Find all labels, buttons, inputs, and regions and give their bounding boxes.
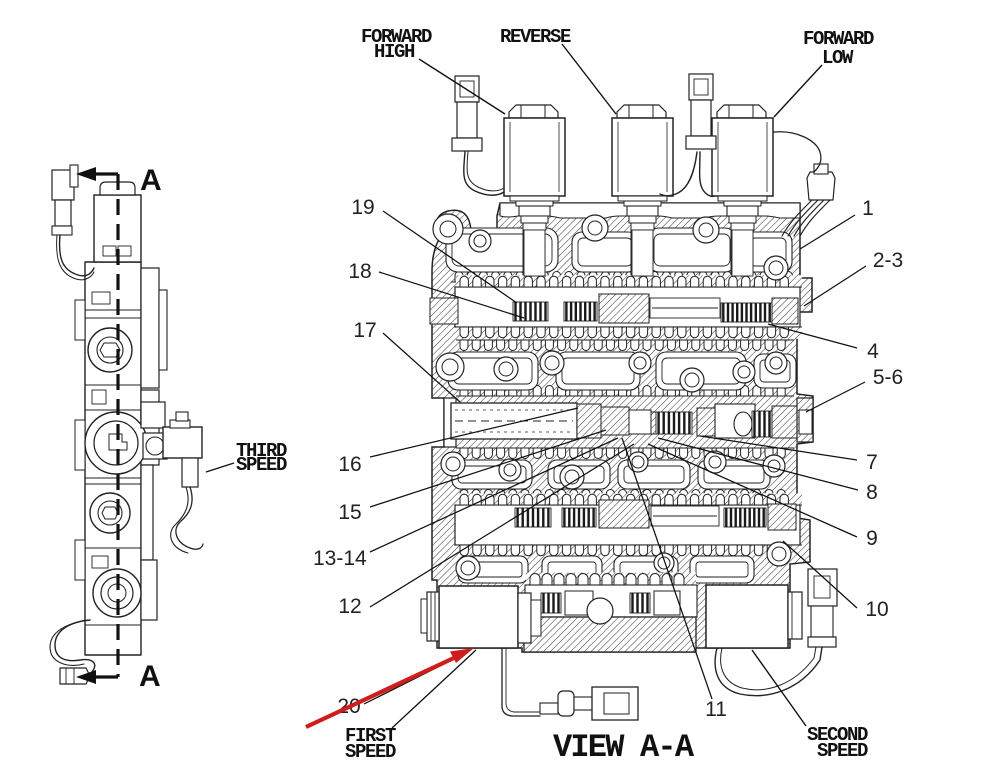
svg-text:8: 8 bbox=[866, 481, 878, 504]
svg-text:17: 17 bbox=[353, 319, 376, 342]
svg-text:1: 1 bbox=[862, 197, 874, 220]
svg-text:5-6: 5-6 bbox=[873, 366, 903, 389]
svg-text:2-3: 2-3 bbox=[873, 249, 903, 272]
svg-text:10: 10 bbox=[865, 598, 888, 621]
svg-text:9: 9 bbox=[866, 527, 878, 550]
svg-text:A: A bbox=[139, 660, 161, 693]
svg-text:HIGH: HIGH bbox=[374, 41, 415, 63]
svg-text:4: 4 bbox=[867, 340, 879, 363]
svg-text:FIRST: FIRST bbox=[345, 725, 396, 747]
svg-text:SPEED: SPEED bbox=[236, 454, 287, 476]
svg-text:13-14: 13-14 bbox=[313, 547, 367, 570]
svg-text:A: A bbox=[140, 164, 162, 197]
svg-text:FORWARD: FORWARD bbox=[803, 28, 874, 50]
svg-text:12: 12 bbox=[338, 595, 361, 618]
svg-text:7: 7 bbox=[866, 451, 878, 474]
svg-text:16: 16 bbox=[338, 453, 361, 476]
svg-text:VIEW A-A: VIEW A-A bbox=[553, 729, 695, 766]
svg-text:FORWARD: FORWARD bbox=[361, 26, 432, 48]
svg-text:SPEED: SPEED bbox=[817, 740, 868, 762]
svg-text:18: 18 bbox=[348, 260, 371, 283]
svg-text:REVERSE: REVERSE bbox=[500, 26, 571, 48]
svg-text:15: 15 bbox=[338, 501, 361, 524]
svg-text:LOW: LOW bbox=[822, 47, 854, 69]
svg-text:SPEED: SPEED bbox=[345, 741, 396, 763]
svg-text:SECOND: SECOND bbox=[807, 724, 868, 746]
svg-text:THIRD: THIRD bbox=[236, 440, 287, 462]
svg-text:11: 11 bbox=[705, 698, 727, 721]
svg-text:19: 19 bbox=[351, 196, 374, 219]
